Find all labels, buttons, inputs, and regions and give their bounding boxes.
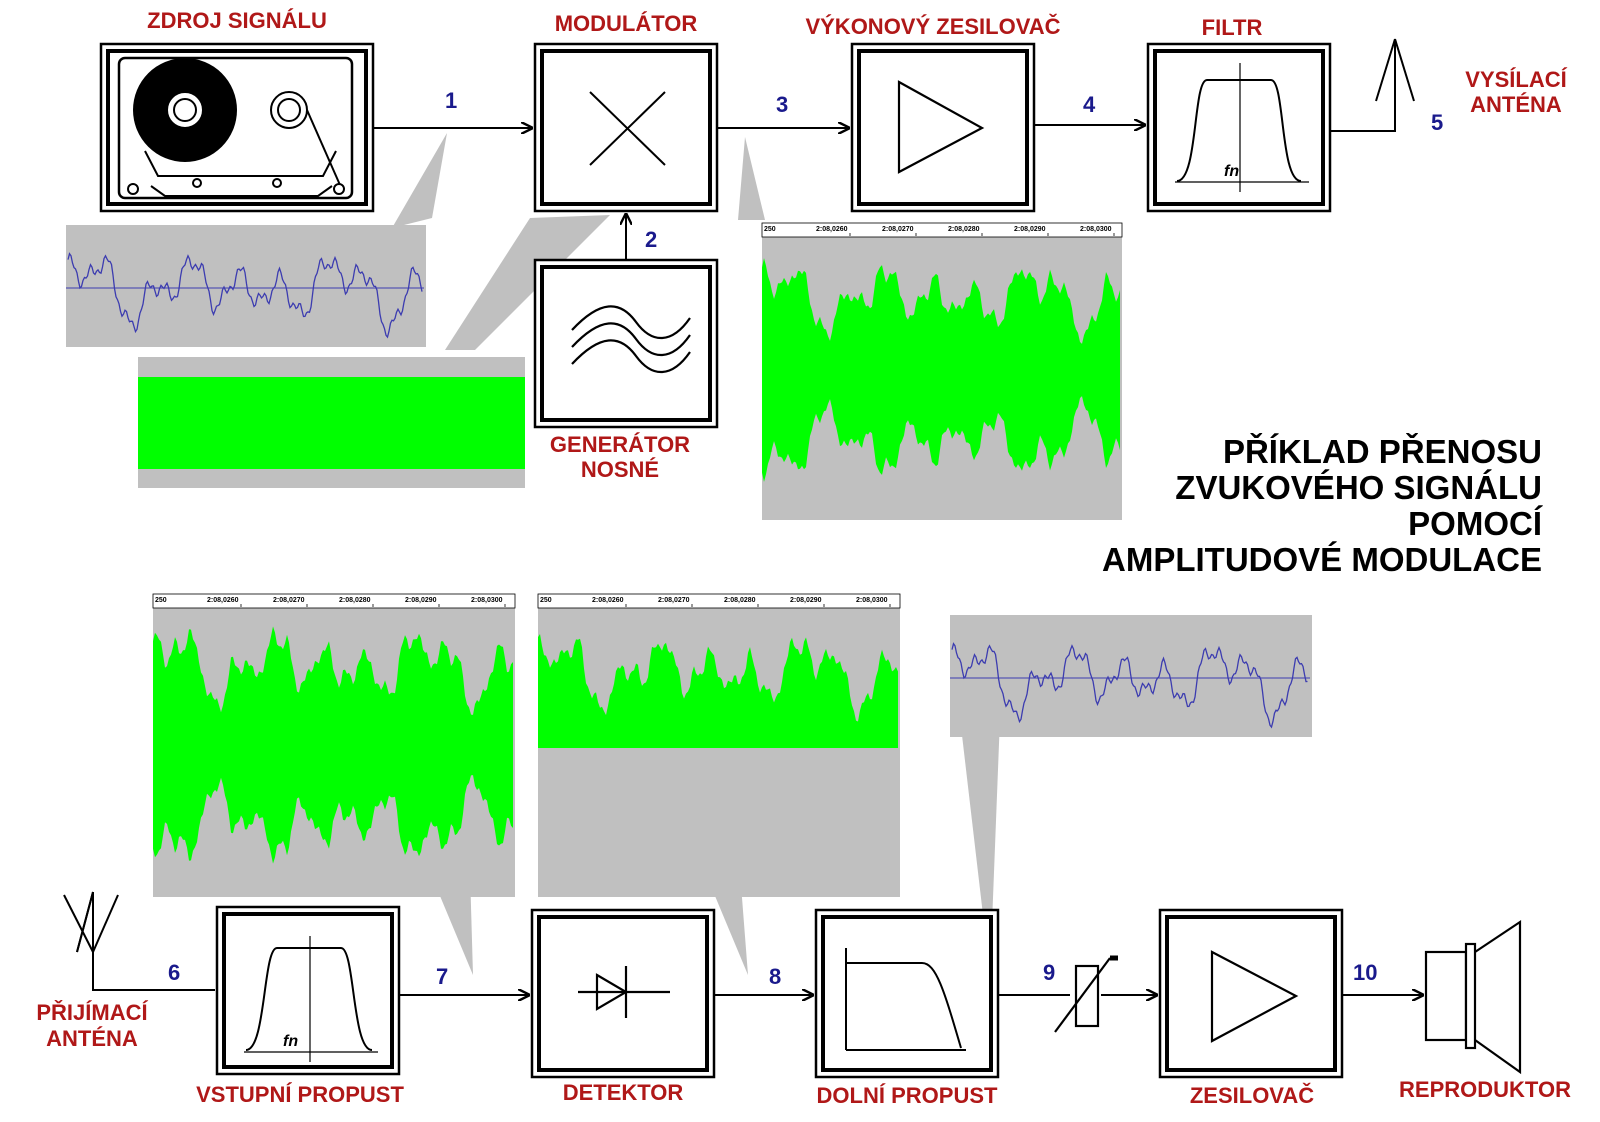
multiply-x-icon	[589, 91, 666, 166]
timeline-ticks-7: 250 2:08,0260 2:08,0270 2:08,0280 2:08,0290 2…	[155, 597, 506, 607]
node-number-2: 2	[645, 227, 657, 252]
callout-pointers	[392, 133, 1000, 975]
node-number-3: 3	[776, 92, 788, 117]
timeline-tick-label: 2:08,0270	[882, 226, 914, 233]
amplifier-block	[1158, 908, 1344, 1079]
bandpass-curve-icon-rx	[244, 936, 378, 1062]
timeline-ticks-3: 250 2:08,0260 2:08,0270 2:08,0280 2:08,0290 2…	[764, 226, 1115, 236]
timeline-tick-label: 2:08,0270	[658, 597, 690, 604]
filter-fn-label: fn	[1224, 163, 1239, 180]
callout-pointer-3	[738, 137, 765, 220]
scope-audio-9	[950, 615, 1312, 737]
node-number-4: 4	[1083, 92, 1096, 117]
scope-carrier-2	[138, 357, 525, 488]
timeline-tick-label: 2:08,0280	[948, 226, 980, 233]
bandpass-fn-label: fn	[283, 1033, 298, 1050]
speaker-label: REPRODUKTOR	[1399, 1077, 1571, 1102]
input-bandpass-block	[215, 905, 401, 1076]
carrier-gen-label-1: GENERÁTOR	[550, 432, 690, 457]
am-envelope-3	[762, 258, 1120, 482]
tx-antenna-label-1: VYSÍLACÍ	[1465, 67, 1567, 92]
scope-am-3: 250 2:08,0260 2:08,0270 2:08,0280 2:08,0290 2…	[761, 222, 1123, 520]
callout-pointer-1	[392, 133, 447, 228]
title-line-1: PŘÍKLAD PŘENOSU	[1222, 433, 1542, 470]
diagram-title: PŘÍKLAD PŘENOSU ZVUKOVÉHO SIGNÁLU POMOCÍ…	[982, 434, 1542, 578]
title-line-4: AMPLITUDOVÉ MODULACE	[1102, 541, 1542, 578]
input-bandpass-label: VSTUPNÍ PROPUST	[196, 1082, 404, 1107]
timeline-tick-label: 250	[155, 597, 167, 604]
timeline-tick-label: 2:08,0290	[790, 597, 822, 604]
power-amp-block	[850, 42, 1036, 213]
node-number-7: 7	[436, 964, 448, 989]
sine-waves-icon	[571, 305, 691, 374]
node-number-9: 9	[1043, 960, 1055, 985]
scope-am-7: 250 2:08,0260 2:08,0270 2:08,0280 2:08,0290 2…	[152, 593, 516, 897]
rx-antenna-label-2: ANTÉNA	[46, 1026, 138, 1051]
modulator-label: MODULÁTOR	[555, 11, 698, 36]
timeline-tick-label: 2:08,0290	[1014, 226, 1046, 233]
timeline-tick-label: 2:08,0280	[724, 597, 756, 604]
amplifier-triangle-icon-rx	[1210, 950, 1299, 1043]
lowpass-curve-icon	[845, 948, 966, 1051]
bandpass-curve-icon	[1175, 63, 1309, 192]
node-number-6: 6	[168, 960, 180, 985]
timeline-tick-label: 2:08,0300	[1080, 226, 1112, 233]
tx-antenna-label-2: ANTÉNA	[1470, 92, 1562, 117]
timeline-tick-label: 2:08,0290	[405, 597, 437, 604]
timeline-tick-label: 2:08,0280	[339, 597, 371, 604]
scope-detected-8: 250 2:08,0260 2:08,0270 2:08,0280 2:08,0290 2…	[537, 593, 901, 897]
diode-icon	[578, 966, 670, 1018]
tx-antenna-icon	[1375, 38, 1415, 102]
filter-label: FILTR	[1202, 15, 1263, 40]
timeline-tick-label: 2:08,0260	[207, 597, 239, 604]
carrier-gen-label-2: NOSNÉ	[581, 457, 659, 482]
node-number-1: 1	[445, 88, 457, 113]
callout-pointer-7	[430, 872, 473, 975]
am-envelope-7	[153, 626, 513, 864]
audio-trace-1	[67, 252, 423, 339]
modulator-block	[533, 42, 719, 213]
volume-potentiometer-icon	[1054, 955, 1118, 1033]
timeline-tick-label: 2:08,0300	[856, 597, 888, 604]
cassette-icon	[117, 56, 354, 200]
timeline-tick-label: 2:08,0300	[471, 597, 503, 604]
source-label: ZDROJ SIGNÁLU	[147, 8, 327, 33]
scope-audio-1	[66, 225, 426, 347]
wire-6	[92, 932, 215, 991]
title-line-3: POMOCÍ	[1408, 505, 1542, 542]
amplifier-triangle-icon	[897, 80, 985, 174]
lowpass-label: DOLNÍ PROPUST	[817, 1083, 998, 1108]
node-number-10: 10	[1353, 960, 1377, 985]
detected-envelope-8	[538, 634, 898, 748]
callout-pointer-2	[445, 215, 610, 350]
detector-label: DETEKTOR	[563, 1080, 684, 1105]
timeline-tick-label: 2:08,0260	[816, 226, 848, 233]
timeline-ticks-8: 250 2:08,0260 2:08,0270 2:08,0280 2:08,0290 2…	[540, 597, 891, 607]
wire-5	[1330, 102, 1396, 132]
title-line-2: ZVUKOVÉHO SIGNÁLU	[1175, 469, 1542, 506]
power-amp-label: VÝKONOVÝ ZESILOVAČ	[805, 14, 1060, 39]
speaker-icon	[1424, 919, 1522, 1075]
timeline-tick-label: 250	[764, 226, 776, 233]
node-number-8: 8	[769, 964, 781, 989]
node-number-5: 5	[1431, 110, 1443, 135]
amplifier-label: ZESILOVAČ	[1190, 1083, 1314, 1108]
rx-antenna-icon	[63, 891, 119, 953]
timeline-tick-label: 2:08,0260	[592, 597, 624, 604]
audio-trace-9	[951, 642, 1308, 729]
lowpass-block	[814, 908, 1000, 1079]
callout-pointer-8	[705, 872, 748, 975]
filter-block	[1146, 42, 1332, 213]
carrier-band	[138, 377, 525, 469]
carrier-generator-block	[533, 258, 719, 429]
timeline-tick-label: 2:08,0270	[273, 597, 305, 604]
rx-antenna-label-1: PŘIJÍMACÍ	[36, 1000, 148, 1025]
timeline-tick-label: 250	[540, 597, 552, 604]
